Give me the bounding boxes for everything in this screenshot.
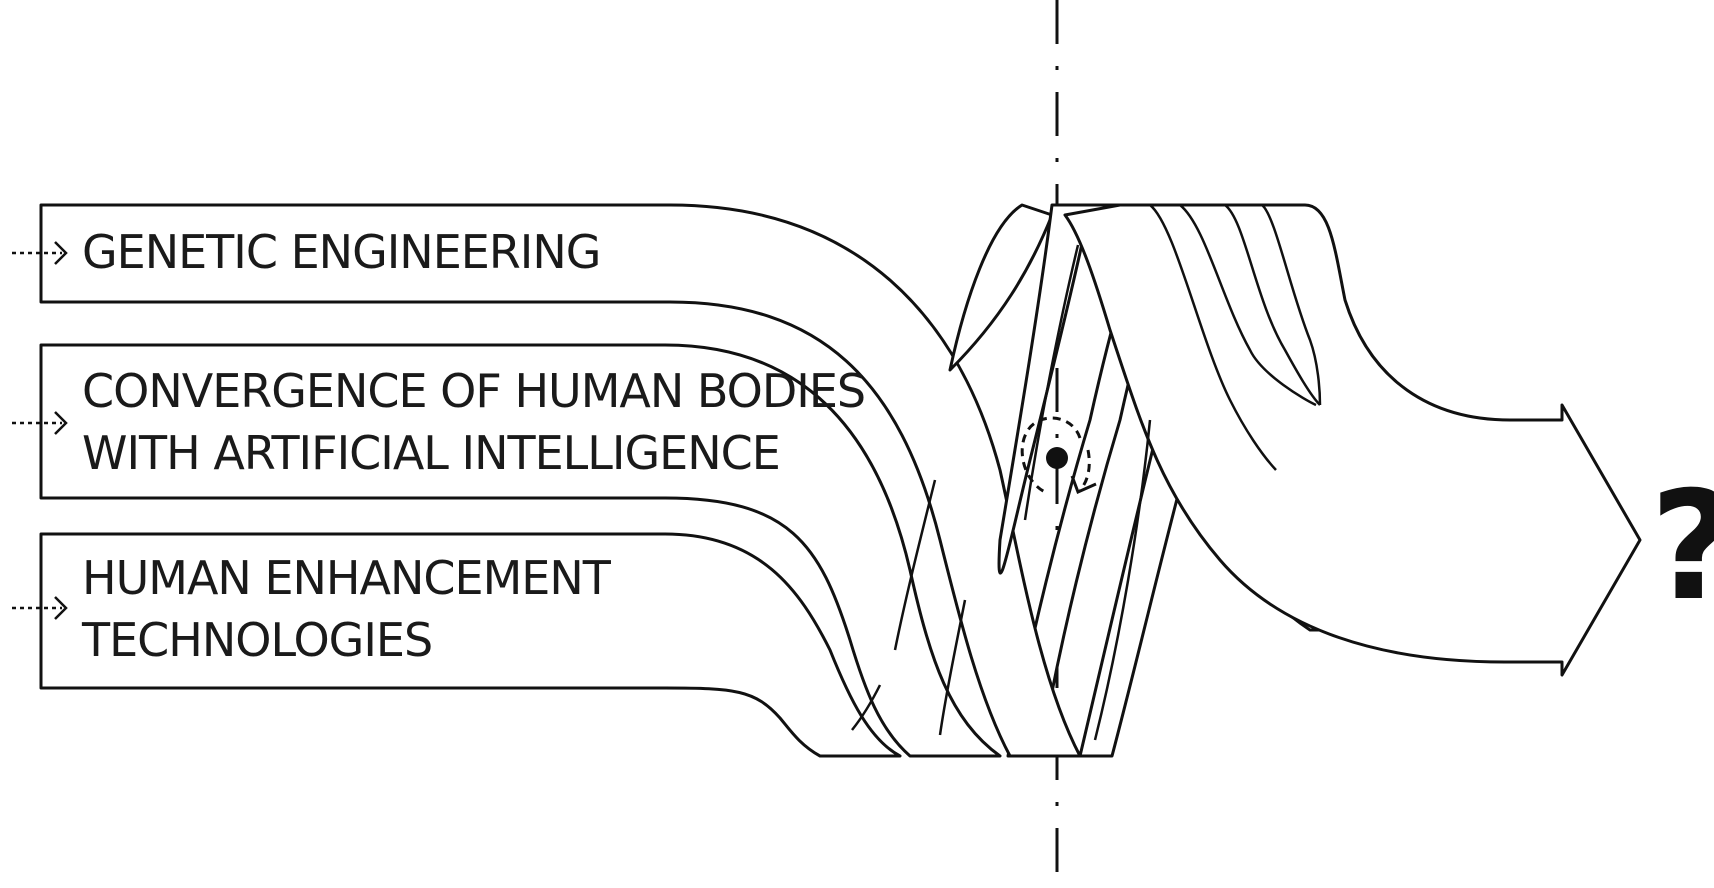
output-arrow: [1063, 203, 1642, 677]
label-human-enhancement-line-2: TECHNOLOGIES: [81, 613, 432, 667]
helix-line-2: [1093, 419, 1152, 741]
helix-line-4: [938, 599, 967, 736]
ribbon-curl-1: [1149, 204, 1277, 471]
helix-front-coil: [948, 203, 1054, 372]
input-band-human-enhancement: [39, 532, 902, 758]
label-convergence-line-1: CONVERGENCE OF HUMAN BODIES: [82, 364, 865, 418]
axis-dot: [1046, 447, 1068, 469]
rotation-arrowhead-icon: [1070, 475, 1097, 495]
output-inner-ribbons: [1149, 204, 1322, 471]
input-arrow-1: [12, 210, 68, 300]
ribbon-curl-2: [1179, 204, 1317, 407]
label-genetic-engineering: GENETIC ENGINEERING: [82, 225, 600, 279]
input-band-convergence: [39, 343, 1002, 758]
output-question-mark: ?: [1650, 460, 1714, 634]
label-human-enhancement-line-1: HUMAN ENHANCEMENT: [82, 551, 612, 605]
label-convergence-line-2: WITH ARTIFICIAL INTELLIGENCE: [82, 426, 780, 480]
rotation-arrow-icon: [1020, 416, 1091, 494]
ribbon-curl-4: [1261, 204, 1322, 406]
helix-line-5: [851, 684, 882, 731]
helix-line-3: [893, 479, 937, 651]
rotation-marker: [1020, 416, 1097, 495]
input-band-genetic-engineering: [39, 203, 1082, 758]
input-arrow-3: [12, 537, 68, 686]
ribbon-curl-3: [1224, 204, 1321, 406]
input-arrow-2: [12, 348, 68, 496]
